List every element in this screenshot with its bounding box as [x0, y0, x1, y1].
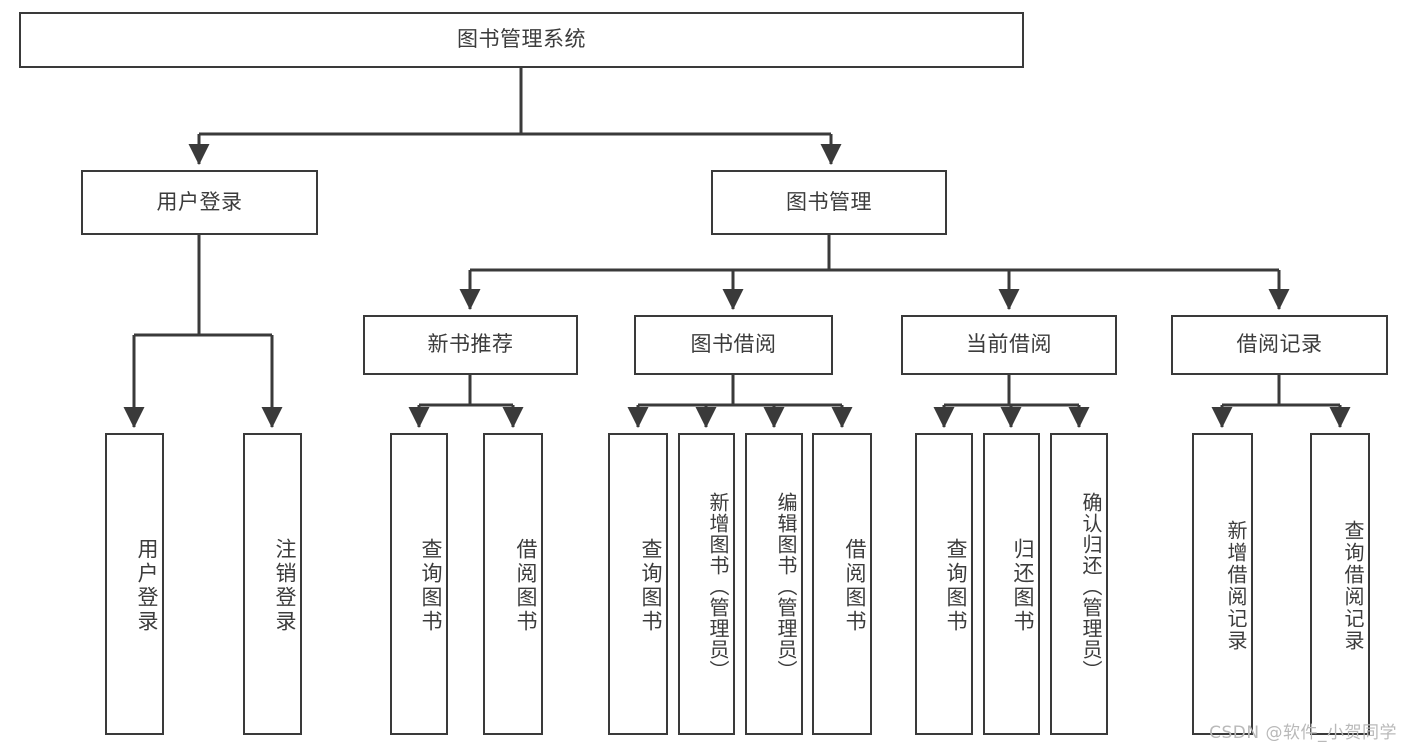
leaf-node[interactable]: 查询图书 [915, 433, 973, 735]
leaf-node-label: 查询借阅记录 [1341, 520, 1365, 652]
leaf-node-label: 查询图书 [419, 538, 443, 634]
node-current-borrow-label: 当前借阅 [966, 332, 1052, 357]
node-borrow-record[interactable]: 借阅记录 [1171, 315, 1388, 375]
node-user-login[interactable]: 用户登录 [81, 170, 318, 235]
node-new-book-recommend-label: 新书推荐 [427, 332, 514, 357]
leaf-node[interactable]: 新增图书（管理员） [678, 433, 735, 735]
leaf-node-label: 注销登录 [273, 538, 297, 634]
leaf-node[interactable]: 归还图书 [983, 433, 1040, 735]
node-root[interactable]: 图书管理系统 [19, 12, 1024, 68]
leaf-node[interactable]: 新增借阅记录 [1192, 433, 1253, 735]
node-current-borrow[interactable]: 当前借阅 [901, 315, 1117, 375]
leaf-node-label: 用户登录 [135, 538, 159, 634]
node-root-label: 图书管理系统 [457, 27, 586, 52]
leaf-node-label: 新增图书（管理员） [706, 491, 730, 681]
leaf-node-label: 编辑图书（管理员） [774, 491, 798, 681]
node-book-borrow-label: 图书借阅 [690, 332, 777, 357]
node-book-management-label: 图书管理 [786, 189, 872, 214]
leaf-node[interactable]: 查询图书 [390, 433, 448, 735]
leaf-node-label: 查询图书 [944, 538, 968, 634]
leaf-node[interactable]: 确认归还（管理员） [1050, 433, 1108, 735]
leaf-node-label: 借阅图书 [514, 538, 538, 634]
leaf-node[interactable]: 用户登录 [105, 433, 164, 735]
node-new-book-recommend[interactable]: 新书推荐 [363, 315, 578, 375]
leaf-node[interactable]: 编辑图书（管理员） [745, 433, 803, 735]
leaf-node[interactable]: 查询借阅记录 [1310, 433, 1370, 735]
node-user-login-label: 用户登录 [156, 189, 243, 214]
leaf-node[interactable]: 借阅图书 [812, 433, 872, 735]
leaf-node-label: 借阅图书 [843, 538, 867, 634]
leaf-node-label: 新增借阅记录 [1224, 520, 1248, 652]
leaf-node-label: 确认归还（管理员） [1079, 491, 1103, 681]
node-borrow-record-label: 借阅记录 [1236, 332, 1323, 357]
leaf-node[interactable]: 查询图书 [608, 433, 668, 735]
node-book-borrow[interactable]: 图书借阅 [634, 315, 833, 375]
node-book-management[interactable]: 图书管理 [711, 170, 947, 235]
leaf-node[interactable]: 注销登录 [243, 433, 302, 735]
leaf-node[interactable]: 借阅图书 [483, 433, 543, 735]
leaf-node-label: 查询图书 [639, 538, 663, 634]
leaf-node-label: 归还图书 [1011, 538, 1035, 634]
